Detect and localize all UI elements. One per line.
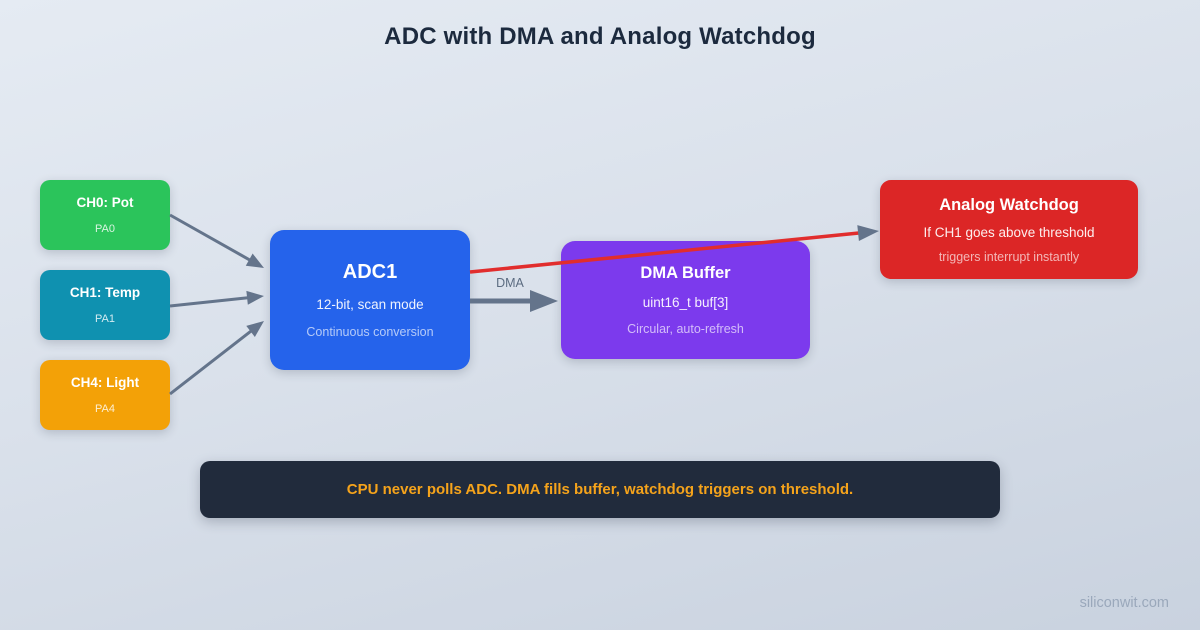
node-analog-watchdog-line2: triggers interrupt instantly [938, 249, 1080, 264]
node-analog-watchdog-line1: If CH1 goes above threshold [923, 224, 1095, 240]
node-ch4-pin: PA4 [95, 403, 115, 415]
node-dma-buffer-line2: Circular, auto-refresh [627, 322, 744, 336]
node-ch4-label: CH4: Light [70, 375, 140, 390]
node-dma-buffer-label: DMA Buffer [640, 264, 731, 282]
node-ch1-label: CH1: Temp [69, 285, 141, 300]
node-adc1-line2: Continuous conversion [306, 325, 434, 339]
summary-note-text: CPU never polls ADC. DMA fills buffer, w… [346, 481, 854, 498]
page-title: ADC with DMA and Analog Watchdog [384, 23, 816, 50]
node-dma-buffer: DMA Buffer uint16_t buf[3] Circular, aut… [561, 241, 810, 359]
watermark: siliconwit.com [1079, 595, 1169, 611]
node-ch0-pin: PA0 [95, 223, 115, 235]
node-adc1-line1: 12-bit, scan mode [316, 297, 424, 312]
dma-edge-label: DMA [496, 276, 524, 290]
node-adc1: ADC1 12-bit, scan mode Continuous conver… [270, 230, 470, 370]
node-analog-watchdog-label: Analog Watchdog [939, 195, 1079, 214]
node-adc1-label: ADC1 [342, 261, 398, 283]
node-ch1-temp: CH1: Temp PA1 [40, 270, 170, 340]
node-ch1-pin: PA1 [95, 313, 115, 325]
node-ch0-pot: CH0: Pot PA0 [40, 180, 170, 250]
node-dma-buffer-line1: uint16_t buf[3] [642, 295, 729, 310]
summary-note: CPU never polls ADC. DMA fills buffer, w… [200, 461, 1000, 518]
node-ch0-label: CH0: Pot [76, 195, 134, 210]
node-ch4-light: CH4: Light PA4 [40, 360, 170, 430]
node-analog-watchdog: Analog Watchdog If CH1 goes above thresh… [880, 180, 1138, 279]
